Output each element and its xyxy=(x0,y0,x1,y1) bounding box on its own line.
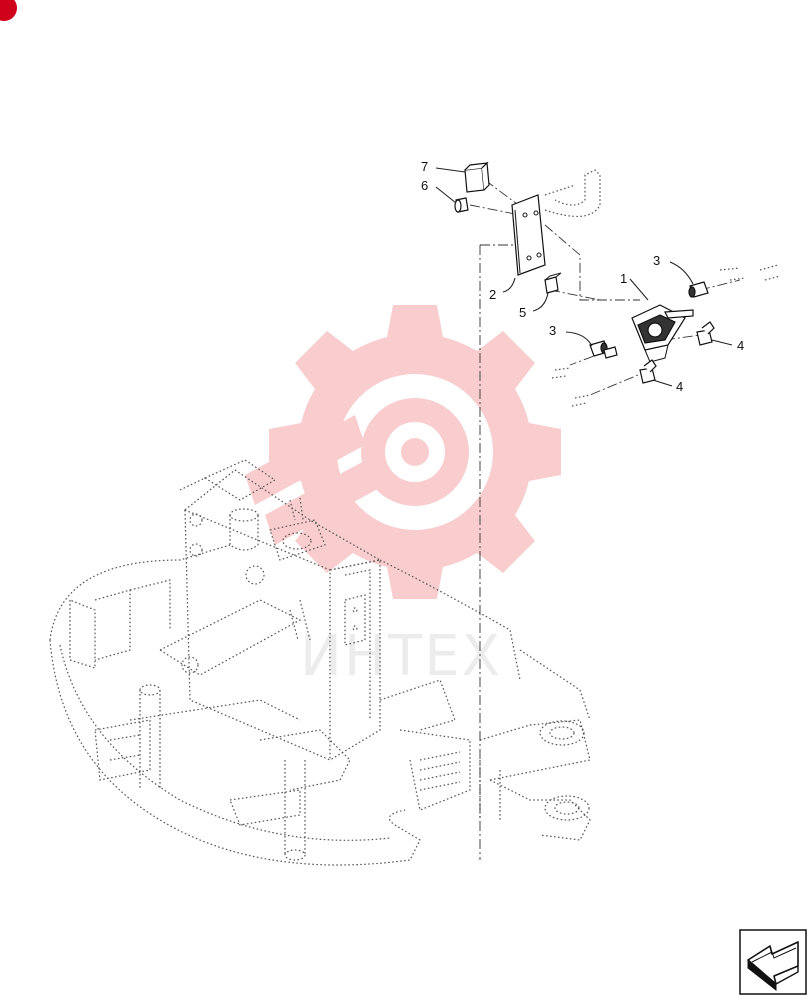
part-2-bracket-plate xyxy=(511,194,546,276)
part-4-elbow-right xyxy=(696,321,715,346)
callout-1: 1 xyxy=(620,271,627,286)
callout-6: 6 xyxy=(421,178,428,193)
next-page-arrow-icon[interactable] xyxy=(739,929,807,995)
callout-2: 2 xyxy=(489,287,496,302)
watermark-text: ИНТЕХ xyxy=(300,624,502,689)
watermark-gear-logo: ИНТЕХ xyxy=(245,305,561,689)
part-5-bolt xyxy=(544,272,562,294)
callout-leaders xyxy=(435,167,733,387)
part-7-cap xyxy=(464,161,490,193)
callout-5: 5 xyxy=(519,305,526,320)
part-3-connector-lower xyxy=(589,340,618,359)
part-3-connector-upper xyxy=(688,281,709,298)
hose-lines xyxy=(544,169,781,407)
callout-4-right: 4 xyxy=(737,338,744,353)
corner-mark-icon xyxy=(0,0,17,21)
callout-3-lower: 3 xyxy=(549,323,556,338)
upper-frame-assembly xyxy=(49,459,591,866)
callout-7: 7 xyxy=(421,159,428,174)
part-6-fitting xyxy=(454,197,469,213)
part-1-valve xyxy=(631,304,694,363)
callout-4-lower: 4 xyxy=(676,379,683,394)
callout-3-upper: 3 xyxy=(653,253,660,268)
part-4-elbow-lower xyxy=(639,359,657,384)
